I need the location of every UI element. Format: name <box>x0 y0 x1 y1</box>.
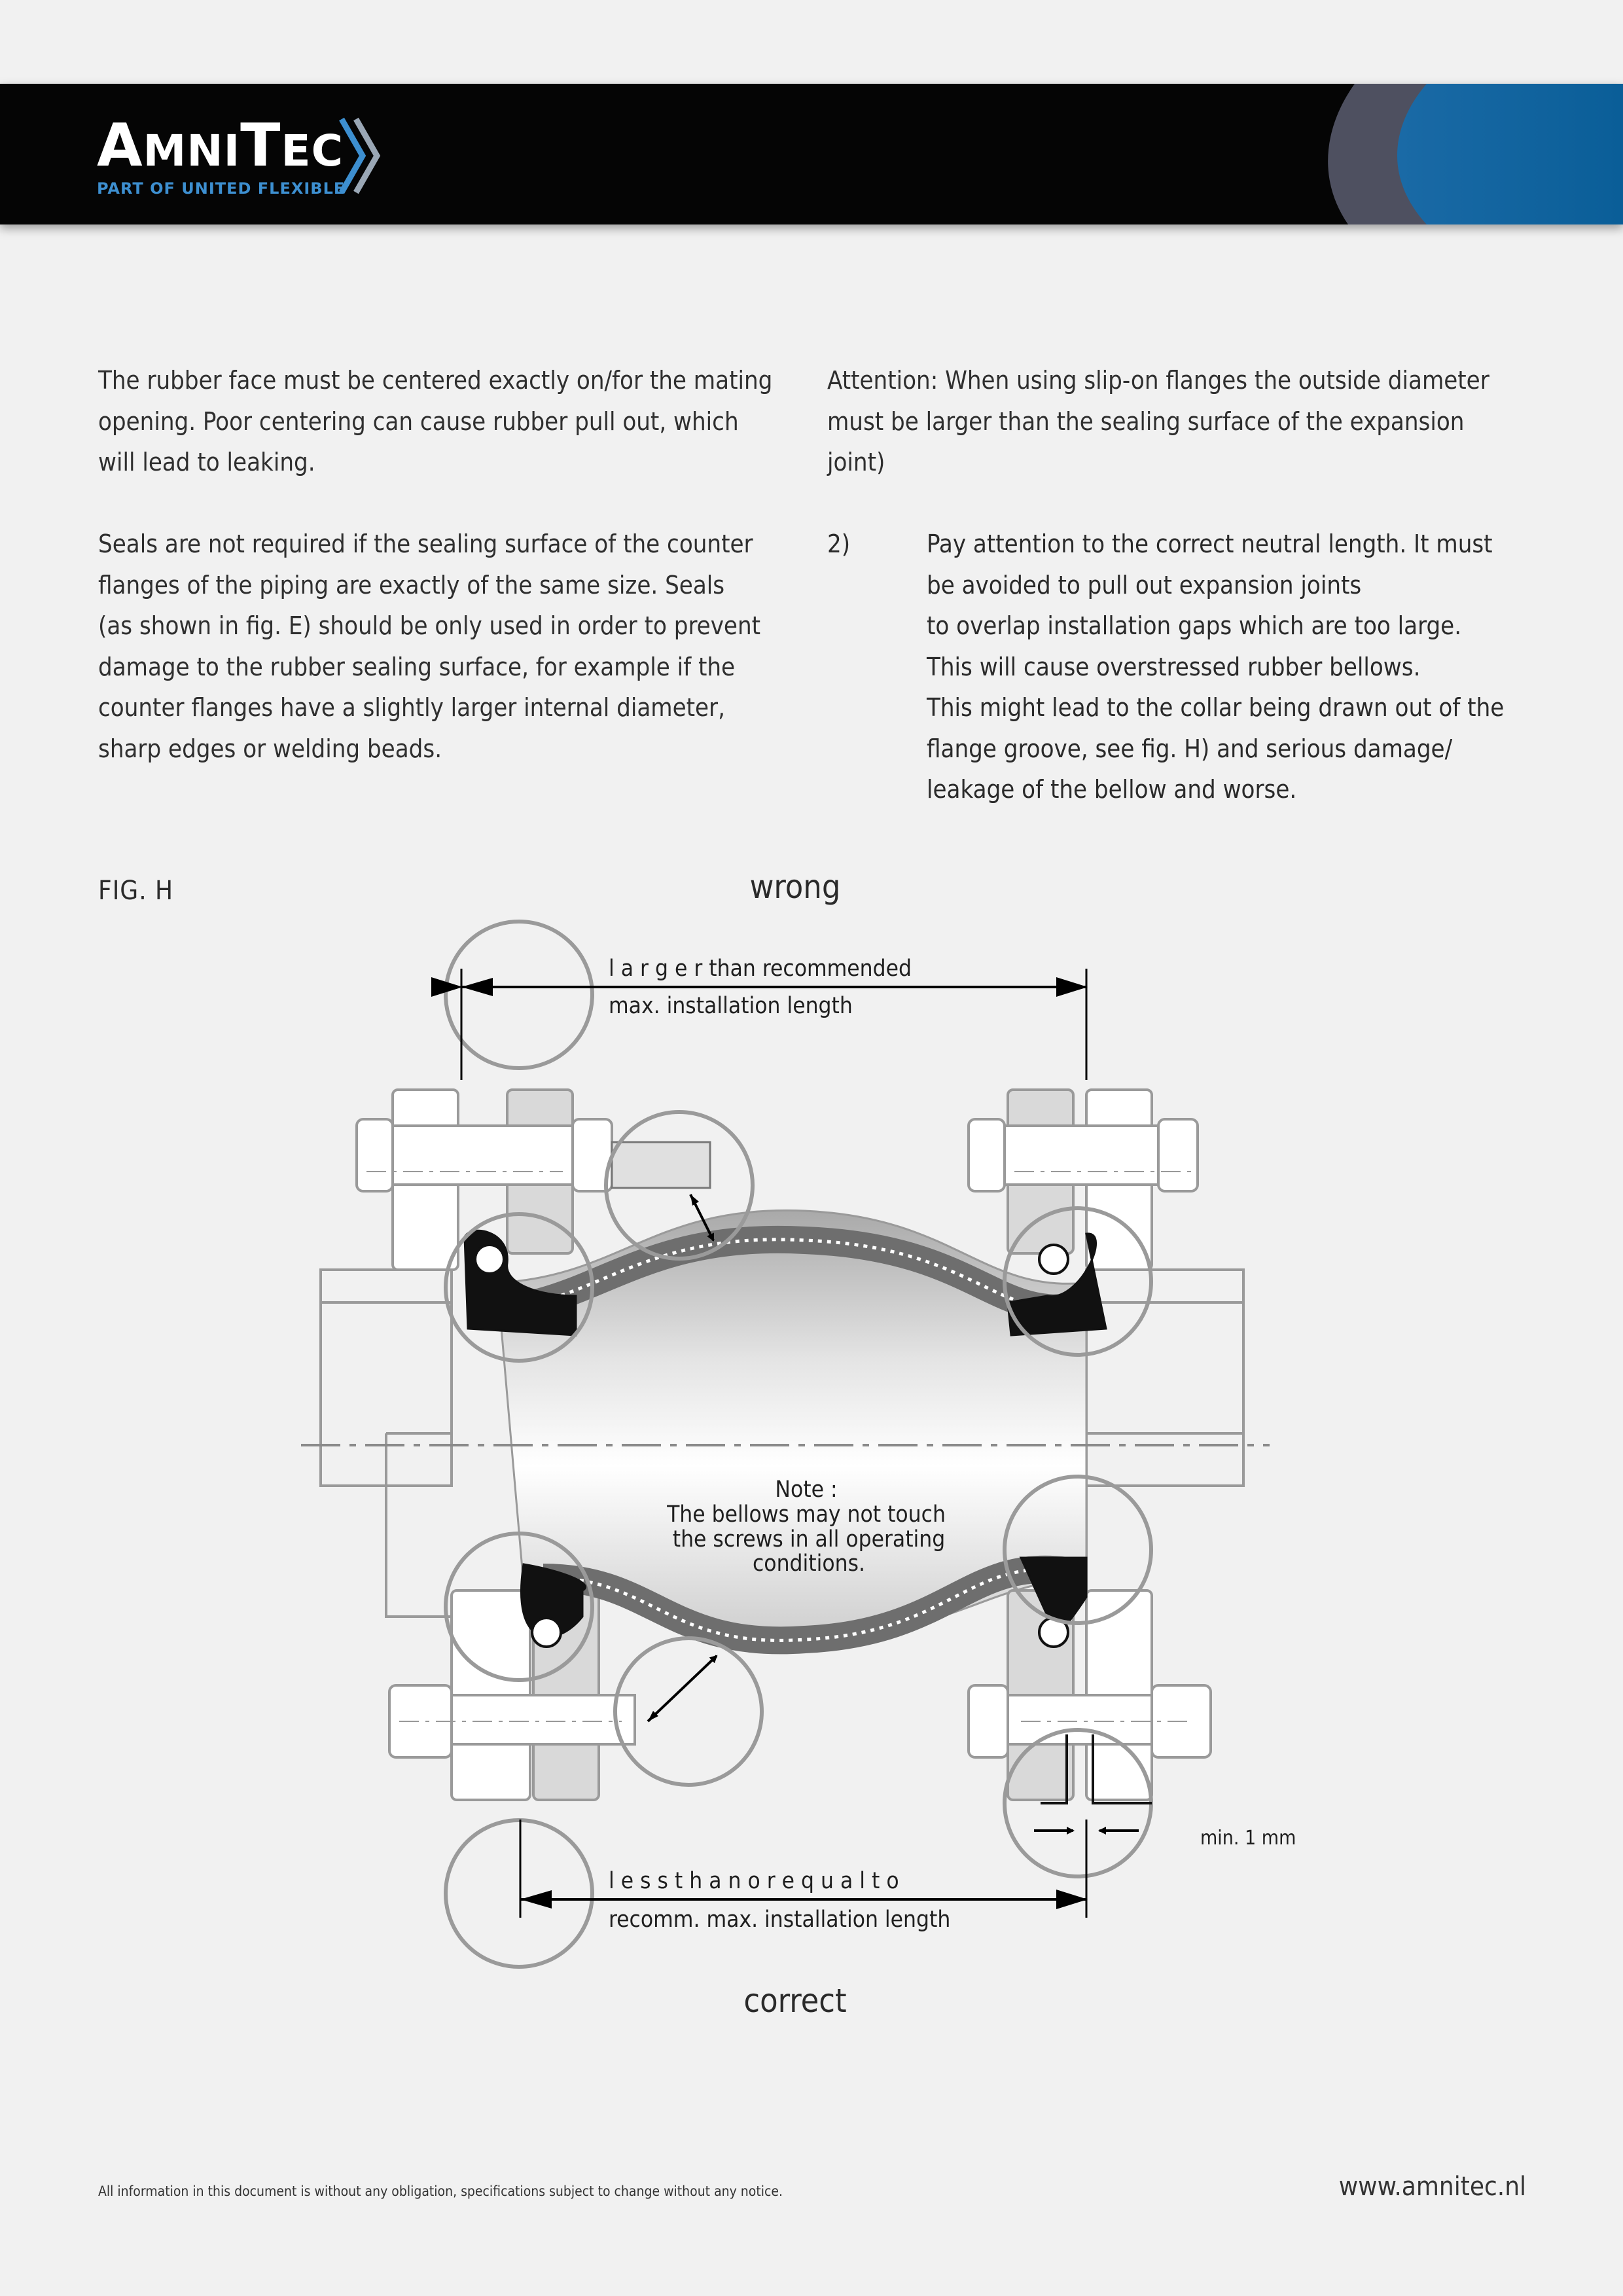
amnitec-logo: AMNITEC PART OF UNITED FLEXIBLE <box>97 117 345 198</box>
note-line-2: the screws in all operating <box>673 1526 946 1552</box>
figure-title-correct: correct <box>743 1982 847 2020</box>
logo-wordmark: AMNITEC <box>97 111 344 180</box>
top-dimension-label-line2: max. installation length <box>609 993 853 1019</box>
footer-disclaimer: All information in this document is with… <box>98 2183 783 2199</box>
list-item-text: Pay attention to the correct neutral len… <box>927 529 1505 804</box>
list-item-number: 2) <box>827 529 851 558</box>
note-line-1: The bellows may not touch <box>666 1501 946 1528</box>
top-dimension-label-line1: l a r g e r than recommended <box>609 956 912 982</box>
note-line-3: conditions. <box>753 1551 865 1577</box>
footer-website-link[interactable]: www.amnitec.nl <box>1338 2172 1526 2202</box>
bolt-bottom-left <box>388 1684 636 1759</box>
min-gap-label: min. 1 mm <box>1200 1827 1296 1850</box>
logo-subtitle: PART OF UNITED FLEXIBLE <box>97 179 346 198</box>
bottom-dimension-label-line1: l e s s t h a n o r e q u a l t o <box>609 1868 899 1894</box>
note-title: Note : <box>775 1477 837 1503</box>
figure-title-wrong: wrong <box>749 868 841 906</box>
clearance-arrow-bottom <box>647 1655 718 1723</box>
left-paragraph-seals: Seals are not required if the sealing su… <box>98 529 761 763</box>
bottom-dimension-label-line2: recomm. max. installation length <box>609 1907 950 1933</box>
left-paragraph-centering: The rubber face must be centered exactly… <box>98 366 773 476</box>
header-swoosh-graphic <box>1328 84 1623 224</box>
logo-chevron-icon <box>339 117 381 194</box>
bolt-top-right <box>967 1118 1199 1193</box>
bolt-top-left <box>355 1118 613 1193</box>
bolt-thread-detail <box>611 1141 711 1189</box>
right-paragraph-attention: Attention: When using slip-on flanges th… <box>827 366 1489 476</box>
figure-label: FIG. H <box>98 876 174 906</box>
